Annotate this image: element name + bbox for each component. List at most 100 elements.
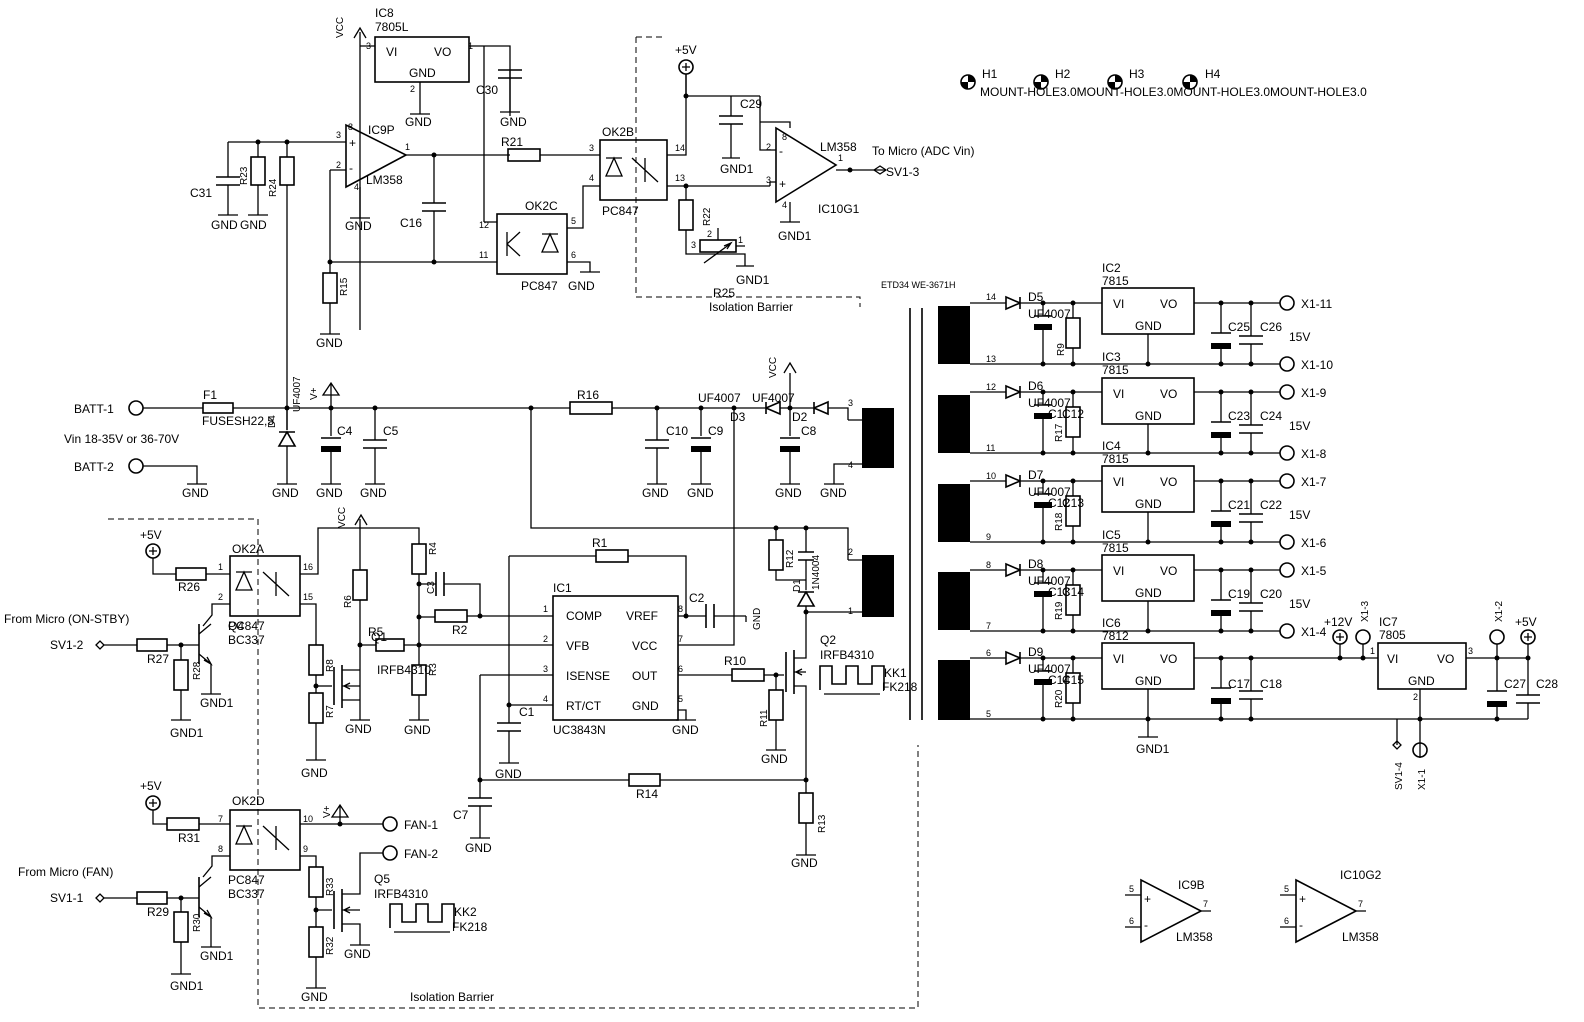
label-minus: -: [779, 144, 783, 158]
label-r7: R7: [325, 705, 336, 718]
label-kk2: KK2: [454, 905, 477, 919]
label-n3: 3: [848, 398, 853, 408]
label-n6: 6: [986, 648, 991, 658]
label-ok2b: OK2B: [602, 125, 634, 139]
label-n3: 3: [691, 240, 696, 250]
label-c31: C31: [190, 186, 212, 200]
label-x1-5: X1-5: [1301, 564, 1327, 578]
label-ic9p: IC9P: [368, 123, 395, 137]
label-n7: 7: [986, 621, 991, 631]
label-n6: 6: [678, 664, 683, 674]
ic9p-opamp: [345, 123, 408, 189]
label-ic4: IC4: [1102, 439, 1121, 453]
label-n4: 4: [848, 460, 853, 470]
label-r28: R28: [192, 661, 203, 680]
label-gnd: GND: [465, 841, 492, 855]
label-h2: H2: [1055, 67, 1071, 81]
label-isolation: Isolation Barrier: [410, 990, 494, 1004]
label-c9: C9: [708, 424, 724, 438]
label-r3: R3: [428, 663, 439, 676]
label-c21: C21: [1228, 498, 1250, 512]
label-p5v: +5V: [140, 779, 162, 793]
label-vfb: VFB: [566, 639, 589, 653]
label-n2: 2: [218, 592, 223, 602]
label-gnd: GND: [672, 723, 699, 737]
label-c20: C20: [1260, 587, 1282, 601]
label-vplus: V+: [309, 387, 320, 400]
label-c30: C30: [476, 83, 498, 97]
label-r31: R31: [178, 831, 200, 845]
label-v7812: 7812: [1102, 629, 1129, 643]
label-vo: VO: [1160, 564, 1177, 578]
label-gnd: GND: [211, 218, 238, 232]
label-gnd1: GND1: [720, 162, 754, 176]
label-x1-9: X1-9: [1301, 386, 1327, 400]
label-ic1: IC1: [553, 581, 572, 595]
label-gnd: GND: [301, 766, 328, 780]
label-gnd: GND: [182, 486, 209, 500]
label-ic9b: IC9B: [1178, 878, 1205, 892]
label-d6: D6: [1028, 379, 1044, 393]
label-n4: 4: [589, 173, 594, 183]
label-gnd: GND: [642, 486, 669, 500]
label-d7: D7: [1028, 468, 1044, 482]
label-gnd: GND: [316, 486, 343, 500]
label-pc847: PC847: [228, 619, 265, 633]
label-r8: R8: [325, 659, 336, 672]
label-gnd: GND: [495, 767, 522, 781]
label-ic5: IC5: [1102, 528, 1121, 542]
label-gnd: GND: [409, 66, 436, 80]
label-c22: C22: [1260, 498, 1282, 512]
label-n2: 2: [766, 142, 771, 152]
label-c1: C1: [519, 705, 535, 719]
label-bc337: BC337: [228, 887, 265, 901]
label-v7815: 7815: [1102, 274, 1129, 288]
label-minus: -: [349, 161, 353, 175]
label-p5v: +5V: [675, 43, 697, 57]
label-gnd: GND: [761, 752, 788, 766]
label-gnd: GND: [791, 856, 818, 870]
label-vi: VI: [1113, 387, 1124, 401]
label-f1: F1: [203, 388, 217, 402]
label-transformer: ETD34 WE-3671H: [881, 280, 956, 290]
label-x1-2: X1-2: [1494, 600, 1505, 622]
label-lm358: LM358: [366, 173, 403, 187]
label-vref: VREF: [626, 609, 658, 623]
label-lm358: LM358: [1342, 930, 1379, 944]
label-c10: C10: [666, 424, 688, 438]
label-vcc: VCC: [335, 17, 346, 38]
label-r30: R30: [192, 913, 203, 932]
label-c15: C15: [1062, 673, 1084, 687]
ok2a-optocoupler: [229, 555, 301, 617]
label-x1-8: X1-8: [1301, 447, 1327, 461]
label-mount-text: MOUNT-HOLE3.0MOUNT-HOLE3.0MOUNT-HOLE3.0M…: [980, 85, 1367, 99]
label-gnd: GND: [752, 608, 763, 630]
label-sv1-4: SV1-4: [1394, 762, 1405, 790]
label-n7: 7: [218, 814, 223, 824]
label-gnd1: GND1: [200, 949, 234, 963]
label-c14: C14: [1062, 585, 1084, 599]
label-vo: VO: [1160, 297, 1177, 311]
label-d1: D1: [792, 579, 803, 592]
label-uf4007: UF4007: [1028, 574, 1071, 588]
label-fk218: FK218: [452, 920, 488, 934]
label-plus: +: [349, 136, 356, 150]
label-sv1-3: SV1-3: [886, 165, 920, 179]
label-gnd: GND: [404, 723, 431, 737]
label-isense: ISENSE: [566, 669, 610, 683]
label-uc3843n: UC3843N: [553, 723, 606, 737]
label-vi: VI: [1113, 297, 1124, 311]
label-n3: 3: [766, 175, 771, 185]
label-n1: 1: [838, 153, 843, 163]
label-c11: C11: [1048, 407, 1069, 421]
label-c8: C8: [801, 424, 817, 438]
label-c4: C4: [337, 424, 353, 438]
label-c3: C3: [426, 581, 437, 594]
label-x1-6: X1-6: [1301, 536, 1327, 550]
label-sv1-1: SV1-1: [50, 891, 84, 905]
label-gnd: GND: [344, 947, 371, 961]
label-ic10g1: IC10G1: [818, 202, 860, 216]
label-x1-11: X1-11: [1301, 297, 1332, 311]
label-v15: 15V: [1289, 597, 1310, 611]
